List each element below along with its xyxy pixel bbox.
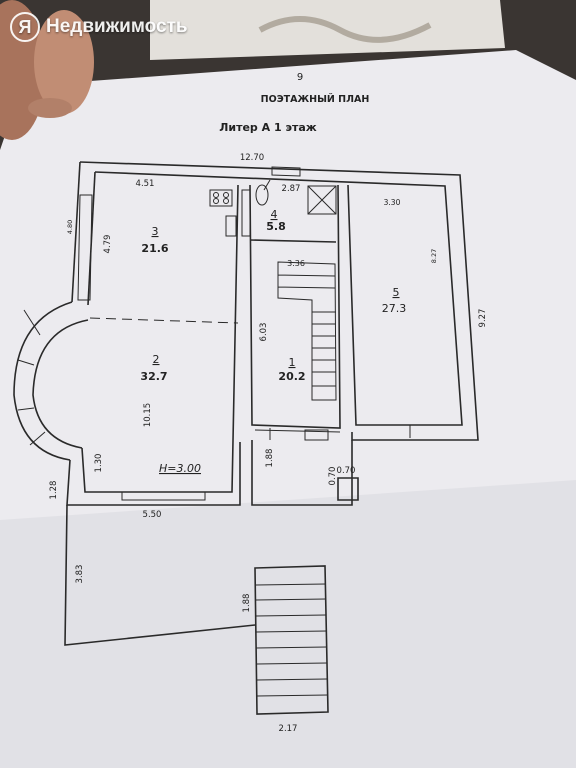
watermark: Я Недвижимость	[10, 12, 188, 42]
bay-outer	[13, 301, 73, 461]
door-marks	[254, 425, 411, 440]
stove-burner	[213, 192, 219, 198]
dim-top-total: 12.70	[240, 153, 264, 163]
dim-stair-width: 3.36	[287, 259, 305, 268]
dim-room5-depth: 8.27	[430, 249, 438, 263]
room-5-number: 5	[393, 286, 400, 299]
dim-room1-depth: 6.03	[259, 323, 269, 342]
stair-treads	[17, 166, 411, 697]
window-bottom	[121, 491, 206, 501]
interior-stair	[277, 261, 337, 401]
outer-wall-top-right	[79, 161, 479, 441]
stove-burner	[213, 198, 219, 204]
certificate-ornament	[258, 16, 432, 43]
room-divider-dashed	[89, 317, 239, 324]
room-4-area: 5.8	[266, 220, 286, 233]
room-1-number: 1	[289, 356, 296, 369]
stove-burner	[223, 198, 229, 204]
window-top	[271, 166, 301, 177]
stove-burner	[223, 192, 229, 198]
dim-room3-width: 4.51	[136, 179, 155, 189]
room-3-area: 21.6	[141, 242, 168, 255]
dim-left-outer: 4.80	[66, 220, 74, 234]
exterior-stair-treads	[255, 583, 329, 697]
dim-step-a: 0.70	[328, 467, 338, 486]
dim-room4-width: 2.87	[282, 184, 301, 194]
sheet-shadow	[0, 480, 576, 768]
outer-wall-bottom	[66, 442, 241, 506]
watermark-text: Недвижимость	[46, 16, 188, 37]
plan-subheading: Литер А 1 этаж	[219, 121, 317, 134]
dim-step-b: 0.70	[337, 466, 356, 476]
ceiling-height-label: Н=3.00	[159, 462, 201, 475]
room-5-area: 27.3	[382, 302, 407, 315]
inner-wall-right	[94, 171, 463, 426]
dim-room2-depth: 10.15	[143, 403, 153, 427]
stove	[209, 189, 233, 207]
dim-right-total: 9.27	[478, 309, 488, 328]
shower-cabin	[307, 185, 337, 215]
terrace-outline	[64, 504, 256, 646]
stair-landing	[304, 429, 329, 441]
porch-wall	[251, 440, 353, 506]
room-1-area: 20.2	[278, 370, 305, 383]
toilet	[255, 184, 269, 206]
toilet-tank	[263, 179, 271, 191]
bay-window-marks	[17, 309, 46, 446]
room-labels: 3 21.6 2 32.7 4 5.8 1 20.2 5 27.3	[140, 208, 406, 383]
finger-top	[34, 10, 94, 114]
room-2-number: 2	[153, 353, 160, 366]
bay-inner	[32, 319, 89, 449]
dim-terrace-depth: 3.83	[75, 565, 85, 584]
wall-room4	[249, 239, 337, 243]
dim-room5-width: 3.30	[384, 198, 401, 207]
dim-front-width: 5.50	[143, 510, 162, 520]
dim-stair-run: 1.88	[242, 594, 252, 613]
step-box	[337, 477, 359, 501]
page-number: 9	[297, 72, 303, 83]
room-2-area: 32.7	[140, 370, 167, 383]
fingertip	[28, 98, 72, 118]
dim-room3-depth: 4.79	[103, 235, 113, 254]
yandex-logo-icon: Я	[10, 12, 40, 42]
dimension-labels: 12.70 4.51 2.87 3.30 3.36 4.80 4.79 6.03…	[49, 153, 488, 734]
room-4-number: 4	[271, 208, 278, 221]
room-3-number: 3	[152, 225, 159, 238]
background-certificate	[150, 0, 505, 60]
outer-wall-left	[71, 161, 81, 303]
window-left	[77, 194, 93, 301]
dim-stair-width-bottom: 2.17	[279, 724, 298, 734]
wall-room1	[249, 184, 341, 429]
dim-porch-height: 1.88	[265, 449, 275, 468]
stair-outline	[254, 565, 329, 715]
dim-lower-left: 1.28	[49, 481, 59, 500]
plan-heading: ПОЭТАЖНЫЙ ПЛАН	[261, 93, 370, 105]
dim-bay-height: 1.30	[94, 454, 104, 473]
counter	[241, 189, 251, 237]
sink	[225, 215, 237, 237]
